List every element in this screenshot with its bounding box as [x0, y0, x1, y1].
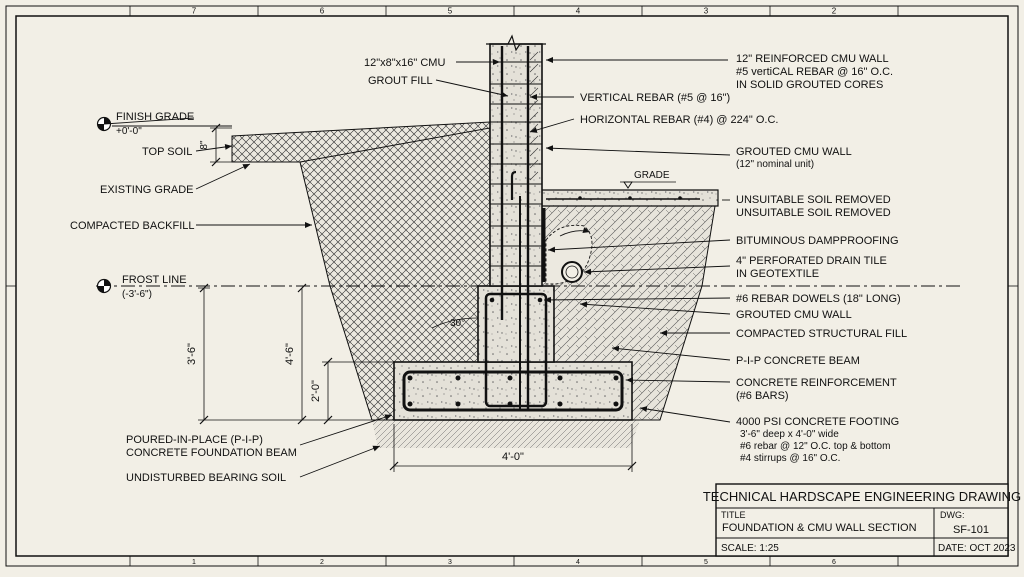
label-reinforcement-2: (#6 BARS) — [736, 390, 789, 402]
title-block-header: TECHNICAL HARDSCAPE ENGINEERING DRAWING — [703, 489, 1021, 504]
label-footing-3: #6 rebar @ 12" O.C. top & bottom — [740, 441, 890, 452]
label-pip-beam-1: POURED-IN-PLACE (P-I-P) — [126, 434, 263, 446]
title-block-dwg-caption: DWG: — [940, 510, 965, 520]
label-finish-grade-elev: +0'-0" — [116, 126, 142, 137]
beam-rebar-dots — [489, 297, 543, 303]
dim-3-6: 3'-6" — [186, 343, 198, 365]
concrete-beam — [477, 285, 555, 363]
footing-rebar-cage — [402, 370, 624, 412]
dim-4-0: 4'-0" — [502, 451, 524, 463]
label-unsuitable-2: UNSUITABLE SOIL REMOVED — [736, 207, 891, 219]
grid-ticks — [6, 6, 1018, 566]
grid-labels-top: 7 6 5 4 3 2 — [192, 7, 837, 16]
label-footing-4: #4 stirrups @ 16" O.C. — [740, 453, 840, 464]
title-block-dwg: SF-101 — [953, 524, 989, 536]
grid-label-top: 2 — [832, 7, 837, 16]
drain-tile-inner — [565, 265, 579, 279]
label-footing-1: 4000 PSI CONCRETE FOOTING — [736, 416, 899, 428]
grade-marker-icon — [623, 181, 633, 189]
title-block-title-caption: TITLE — [721, 510, 746, 520]
footing-rebar-dots — [407, 375, 619, 407]
dimension-lines — [198, 127, 633, 472]
grid-label-bottom: 6 — [832, 559, 836, 566]
rebar-hook — [510, 170, 517, 200]
label-dowels: #6 REBAR DOWELS (18" LONG) — [736, 293, 901, 305]
grid-label-top: 5 — [448, 7, 453, 16]
label-top-soil: TOP SOIL — [142, 146, 192, 158]
dim-2-0: 2'-0" — [310, 380, 322, 402]
grid-label-bottom: 2 — [320, 559, 324, 566]
label-undisturbed-soil: UNDISTURBED BEARING SOIL — [126, 472, 286, 484]
label-cmu: 12"x8"x16" CMU — [364, 57, 445, 69]
grid-labels-bottom: 1 2 3 4 5 6 — [192, 559, 836, 566]
label-vertical-rebar: VERTICAL REBAR (#5 @ 16") — [580, 92, 730, 104]
grid-label-bottom: 1 — [192, 559, 196, 566]
dim-4-6: 4'-6" — [284, 343, 296, 365]
label-reinforcement-1: CONCRETE REINFORCEMENT — [736, 377, 897, 389]
label-grout-fill: GROUT FILL — [368, 75, 433, 87]
label-footing-2: 3'-6" deep x 4'-0" wide — [740, 429, 839, 440]
label-unsuitable-1: UNSUITABLE SOIL REMOVED — [736, 194, 891, 206]
title-block: TECHNICAL HARDSCAPE ENGINEERING DRAWING … — [703, 483, 1021, 557]
beam-stirrup — [484, 292, 548, 408]
frost-line-marker-icon — [96, 278, 112, 294]
wall-break-line — [486, 34, 546, 52]
label-frost-line-elev: (-3'-6") — [122, 289, 152, 300]
label-structural-fill: COMPACTED STRUCTURAL FILL — [736, 328, 907, 340]
dim-angle: 30° — [450, 318, 465, 329]
label-compacted-backfill: COMPACTED BACKFILL — [70, 220, 195, 232]
leader-lines — [103, 57, 731, 478]
label-horizontal-rebar: HORIZONTAL REBAR (#4) @ 224" O.C. — [580, 114, 778, 126]
label-frost-line: FROST LINE — [122, 274, 187, 286]
undisturbed-soil — [372, 420, 640, 448]
top-soil — [231, 121, 491, 163]
grid-label-top: 6 — [320, 7, 325, 16]
label-grouted-wall: GROUTED CMU WALL — [736, 146, 852, 158]
title-block-scale: SCALE: 1:25 — [721, 543, 779, 554]
label-drain-2: IN GEOTEXTILE — [736, 268, 819, 280]
label-grouted-wall-2: GROUTED CMU WALL — [736, 309, 852, 321]
label-pip-beam: P-I-P CONCRETE BEAM — [736, 355, 860, 367]
cmu-block-joints — [490, 61, 542, 267]
label-wall-3: IN SOLID GROUTED CORES — [736, 79, 883, 91]
dim-top-soil: 8" — [199, 140, 210, 150]
dimension-ticks — [199, 123, 637, 471]
label-wall-2: #5 vertiCAL REBAR @ 16" O.C. — [736, 66, 893, 78]
label-drain-1: 4" PERFORATED DRAIN TILE — [736, 255, 887, 267]
label-grouted-wall-sub: (12" nominal unit) — [736, 159, 814, 170]
label-existing-grade: EXISTING GRADE — [100, 184, 194, 196]
grid-label-top: 7 — [192, 7, 197, 16]
grid-label-top: 3 — [704, 7, 709, 16]
label-dampproofing: BITUMINOUS DAMPPROOFING — [736, 235, 899, 247]
title-block-title: FOUNDATION & CMU WALL SECTION — [722, 522, 917, 534]
drain-tile-icon — [561, 261, 583, 283]
grid-label-bottom: 4 — [576, 559, 580, 566]
grid-label-top: 4 — [576, 7, 581, 16]
label-pip-beam-2: CONCRETE FOUNDATION BEAM — [126, 447, 297, 459]
cmu-wall — [489, 43, 543, 287]
title-block-date: DATE: OCT 2023 — [938, 543, 1016, 554]
grid-label-bottom: 3 — [448, 559, 452, 566]
label-grade: GRADE — [634, 170, 670, 181]
label-wall-1: 12" REINFORCED CMU WALL — [736, 53, 889, 65]
label-finish-grade: FINISH GRADE — [116, 111, 194, 123]
grid-label-bottom: 5 — [704, 559, 708, 566]
